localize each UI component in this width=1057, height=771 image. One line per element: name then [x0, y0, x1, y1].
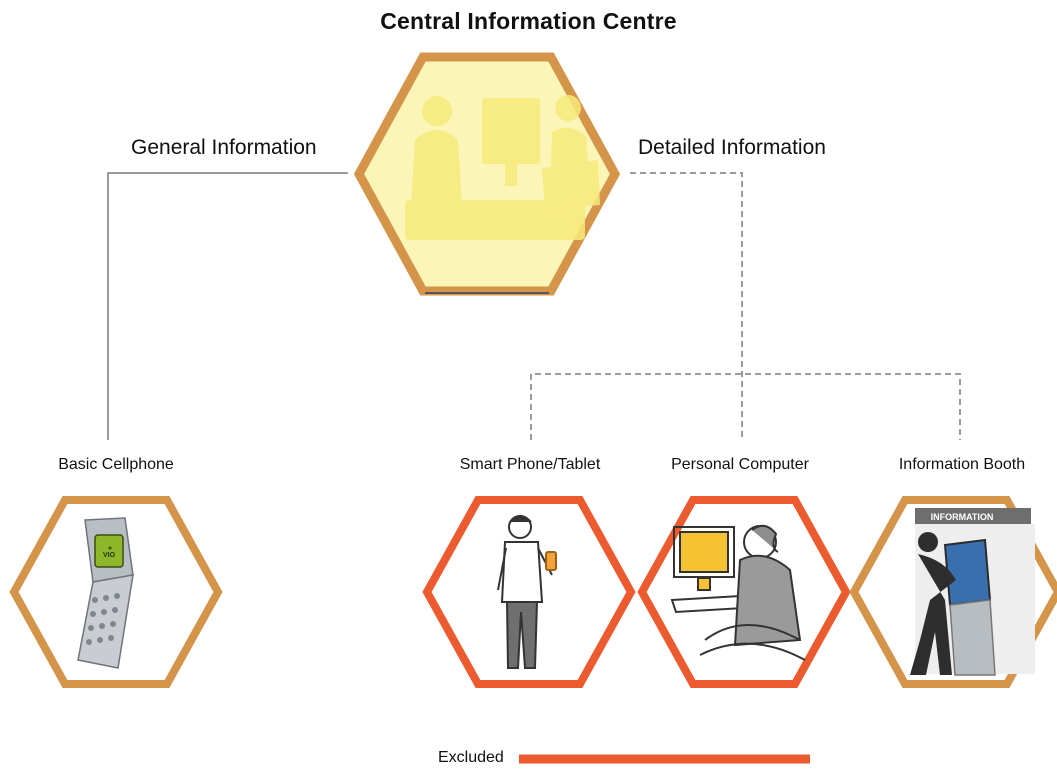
personal-computer-node [637, 496, 851, 688]
person-with-phone-icon [497, 515, 557, 669]
smart-phone-tablet-node [422, 496, 636, 688]
legend-excluded-label: Excluded [438, 749, 504, 766]
general-information-label: General Information [131, 136, 317, 159]
information-booth-node: INFORMATION [849, 496, 1057, 688]
connectors [107, 172, 961, 440]
smart-phone-tablet-label: Smart Phone/Tablet [459, 456, 601, 473]
general-information-connector [107, 172, 348, 440]
phone-screen-brand: VIO [103, 552, 116, 559]
central-information-centre-node [353, 52, 621, 296]
basic-cellphone-node: VIO [9, 496, 223, 688]
flip-phone-icon [77, 517, 134, 669]
detailed-information-label: Detailed Information [638, 136, 826, 159]
diagram-title: Central Information Centre [380, 8, 677, 34]
detailed-branch-bar [530, 373, 961, 440]
information-kiosk-icon [910, 508, 1035, 676]
basic-cellphone-label: Basic Cellphone [58, 456, 174, 473]
office-workers-icon [405, 95, 600, 240]
kiosk-sign-text: INFORMATION [931, 512, 994, 522]
person-at-computer-icon [670, 524, 806, 661]
personal-computer-label: Personal Computer [671, 456, 809, 473]
information-booth-label: Information Booth [898, 456, 1026, 473]
detailed-information-connector [630, 172, 743, 440]
